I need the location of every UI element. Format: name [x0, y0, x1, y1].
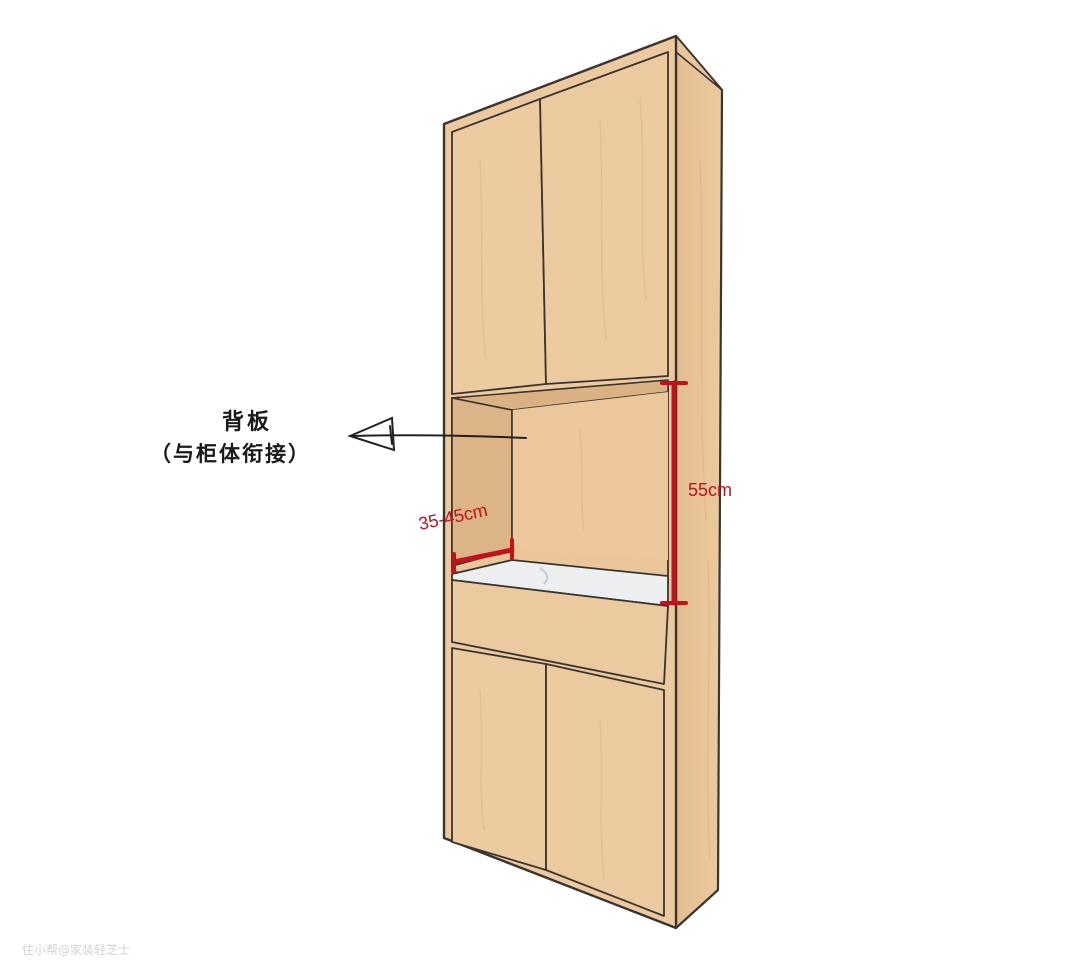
dimension-depth-marker	[451, 538, 515, 574]
countertop	[451, 559, 669, 607]
callout-title: 背板	[222, 410, 273, 435]
lower-door-right	[545, 663, 665, 917]
dimension-height-label: 55cm	[688, 480, 733, 500]
dimension-height-marker	[660, 380, 688, 606]
countertop-highlight	[539, 567, 549, 585]
lower-door-left	[451, 647, 547, 871]
niche-inner-back	[512, 392, 668, 560]
drawer-front	[451, 579, 669, 685]
callout-arrow	[347, 416, 527, 452]
upper-door-left	[451, 98, 547, 395]
upper-door-right	[539, 51, 669, 385]
wood-grain	[479, 99, 711, 881]
niche-left-wall	[451, 397, 513, 567]
callout-subtitle: （与柜体衔接）	[150, 442, 311, 466]
watermark: 住小帮@家装轻芝士	[22, 943, 131, 957]
